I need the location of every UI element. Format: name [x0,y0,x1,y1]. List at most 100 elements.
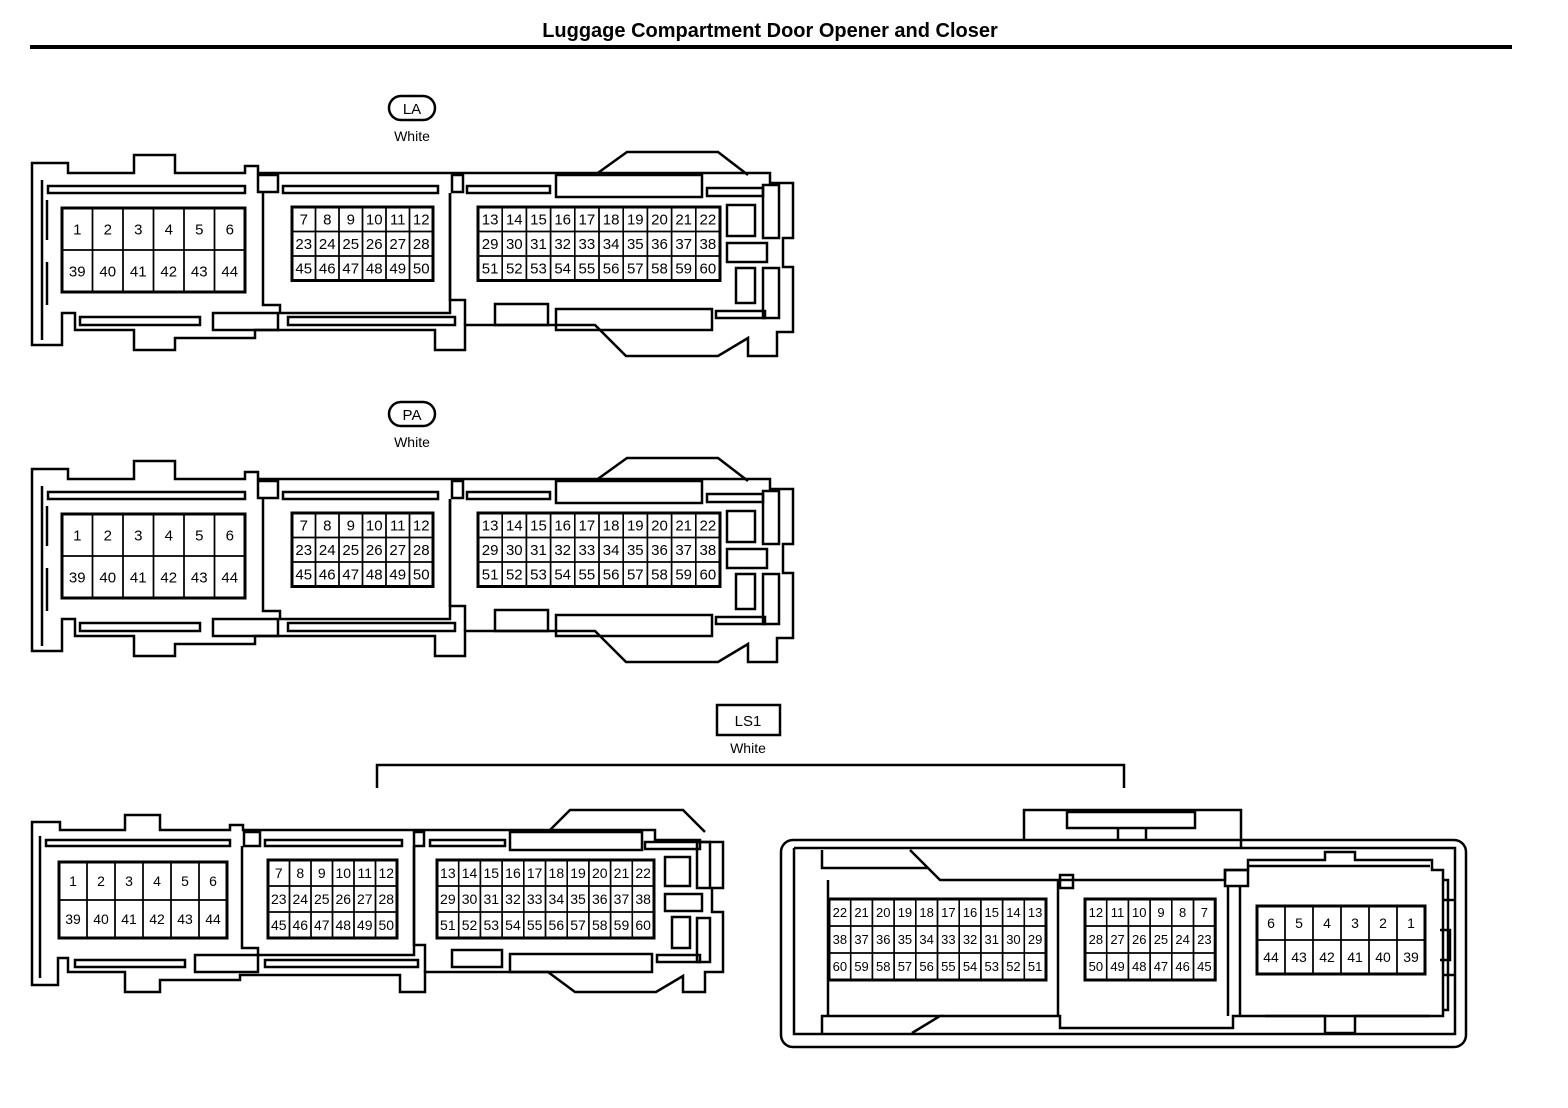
pin-number: 40 [93,911,109,927]
pin-number: 53 [985,959,999,974]
pin-number: 48 [366,567,383,584]
pin-number: 46 [319,261,336,278]
pin-number: 26 [335,891,351,907]
pin-number: 55 [579,567,596,584]
pin-number: 8 [296,865,304,881]
pin-number: 50 [413,567,430,584]
pin-cell [213,249,246,293]
pin-number: 52 [506,261,523,278]
pin-number: 20 [592,865,608,881]
connector-label-la: LA White [387,94,437,144]
pin-number: 58 [651,567,668,584]
pin-number: 4 [1323,915,1331,931]
pin-number: 41 [130,263,147,280]
page-title: Luggage Compartment Door Opener and Clos… [542,20,998,42]
pin-number: 30 [1006,932,1020,947]
pin-number: 50 [1089,959,1103,974]
pin-number: 28 [378,891,394,907]
pin-number: 48 [366,261,383,278]
pin-number: 10 [335,865,351,881]
pin-number: 42 [149,911,165,927]
pin-number: 39 [1403,949,1419,965]
pin-number: 43 [1291,949,1307,965]
pin-number: 16 [505,865,521,881]
pin-number: 20 [651,212,668,229]
pin-number: 32 [554,236,571,253]
pin-number: 57 [898,959,912,974]
pin-number: 5 [195,527,203,544]
pin-number: 52 [506,567,523,584]
pin-number: 2 [104,527,112,544]
pin-number: 37 [675,236,692,253]
pin-number: 35 [570,891,586,907]
pin-number: 40 [1375,949,1391,965]
pin-number: 60 [833,959,847,974]
pin-number: 19 [898,905,912,920]
connector-code-pa: PA [403,407,422,424]
pin-number: 1 [1407,915,1415,931]
pin-number: 40 [99,569,116,586]
pin-number: 8 [323,212,331,229]
pin-number: 33 [579,236,596,253]
pin-number: 29 [482,542,499,559]
pin-number: 59 [614,917,630,933]
pin-number: 47 [314,917,330,933]
pin-number: 36 [651,236,668,253]
pin-number: 60 [635,917,651,933]
pin-number: 10 [366,212,383,229]
pin-number: 10 [366,518,383,535]
pin-number: 32 [963,932,977,947]
pin-number: 56 [603,261,620,278]
pin-number: 45 [1197,959,1211,974]
pin-number: 54 [505,917,521,933]
pin-number: 16 [963,905,977,920]
pin-number: 41 [121,911,137,927]
pin-number: 2 [104,221,112,238]
pin-number: 53 [530,567,547,584]
pin-number: 22 [700,518,717,535]
pin-number: 45 [295,567,312,584]
pin-number: 38 [700,236,717,253]
pin-cell [198,899,228,939]
pin-number: 11 [390,518,406,535]
pin-cell [1023,952,1047,981]
pin-number: 18 [549,865,565,881]
pin-number: 57 [627,567,644,584]
pin-cell [374,911,398,939]
pin-number: 3 [125,873,133,889]
connector-code-ls1: LS1 [735,713,762,730]
pin-number: 42 [1319,949,1335,965]
pin-number: 30 [506,236,523,253]
pin-number: 22 [635,865,651,881]
pin-number: 31 [985,932,999,947]
pin-number: 5 [181,873,189,889]
pin-number: 23 [271,891,287,907]
pin-number: 3 [134,221,142,238]
pin-number: 42 [160,569,177,586]
pin-number: 19 [627,518,644,535]
pin-number: 19 [627,212,644,229]
pin-number: 46 [319,567,336,584]
pin-number: 53 [483,917,499,933]
pin-number: 11 [357,865,372,881]
pin-number: 4 [165,221,173,238]
pin-number: 7 [1201,905,1208,920]
pin-number: 58 [592,917,608,933]
pin-number: 1 [73,527,81,544]
pin-number: 31 [530,542,547,559]
pin-number: 15 [530,212,547,229]
pin-cell [695,255,721,282]
pin-number: 5 [1295,915,1303,931]
pin-number: 47 [342,261,359,278]
pin-number: 15 [483,865,499,881]
pin-number: 25 [1154,932,1168,947]
pin-number: 43 [191,569,208,586]
pin-number: 57 [570,917,586,933]
pin-number: 51 [440,917,456,933]
